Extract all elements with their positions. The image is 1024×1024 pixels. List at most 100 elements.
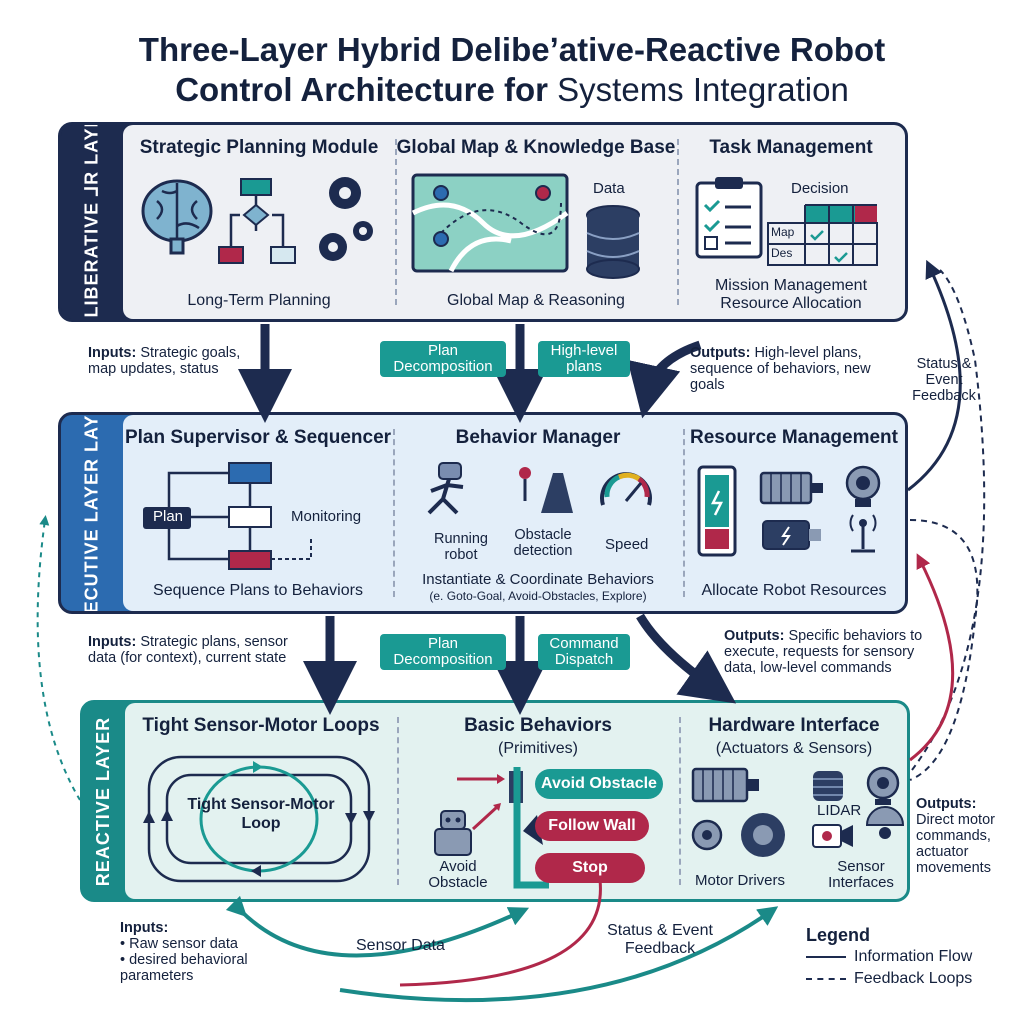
- divider: [677, 139, 679, 305]
- command-dispatch-pill: Command Dispatch: [538, 634, 630, 670]
- table-row-label: Map: [771, 225, 795, 239]
- status-feedback-label: Status & Event Feedback: [912, 356, 976, 404]
- sequencer-flow-icon: [143, 462, 312, 570]
- plan-label: Plan: [153, 508, 184, 525]
- left-feedback-loop: [36, 515, 81, 801]
- map-icon: [411, 173, 569, 273]
- lidar-icon: [813, 771, 843, 801]
- legend-solid: Information Flow: [806, 946, 1016, 968]
- resource-management-module: Resource Management: [683, 415, 905, 611]
- sensor-data-arrow: [225, 895, 530, 958]
- bottom-inputs: Inputs: • Raw sensor data • desired beha…: [120, 920, 248, 984]
- title-line-1: Three-Layer Hybrid Delibeʼative-Reactive…: [138, 31, 886, 68]
- module-caption: Sequence Plans to Behaviors: [153, 582, 363, 599]
- arrow-curved: [636, 613, 737, 704]
- module-title: Global Map & Knowledge Base: [396, 137, 676, 158]
- behavior-stop: Stop: [535, 853, 645, 883]
- divider: [395, 139, 397, 305]
- lidar-label: LIDAR: [817, 802, 862, 819]
- red-feedback-arrow: [909, 553, 955, 762]
- obstacle-detection-icon: [519, 467, 573, 513]
- module-title: Hardware Interface: [708, 715, 880, 736]
- module-subtitle: (Actuators & Sensors): [715, 740, 873, 757]
- motor-icon: [759, 471, 823, 505]
- plan-decomposition-pill: Plan Decomposition: [380, 341, 506, 377]
- reactive-inner: Tight Sensor-Motor Loops Tight Sensor-Mo…: [125, 703, 907, 899]
- motor-drivers-label: Motor Drivers: [695, 872, 786, 889]
- hardware-icons: [691, 766, 905, 857]
- brain-flowchart-gears-icon: [141, 177, 373, 264]
- sensor-motor-loop-icon: [143, 755, 375, 883]
- behavior-follow-wall: Follow Wall: [535, 811, 649, 841]
- module-title: Task Management: [709, 137, 873, 158]
- right-outputs-text: Outputs: Direct motor commands, actuator…: [916, 796, 995, 876]
- sensor-data-label: Sensor Data: [356, 937, 445, 954]
- module-title: Basic Behaviors: [464, 715, 612, 736]
- divider: [683, 429, 685, 597]
- brain-icon: [141, 179, 213, 255]
- motor-icon: [691, 767, 759, 803]
- legend-title: Legend: [806, 925, 871, 945]
- basic-behaviors-module: Basic Behaviors (Primitives) Avoid Obsta…: [397, 703, 679, 899]
- high-level-plans-pill: High-level plans: [538, 341, 630, 377]
- loop-label: Tight Sensor-Motor Loop: [187, 796, 335, 832]
- bottom-status-label: Status & Event Feedback: [607, 922, 713, 957]
- module-subtitle: (Primitives): [498, 740, 578, 757]
- icon-label: Obstacle detection: [513, 527, 573, 559]
- behavior-icons: [427, 462, 652, 515]
- legend: Legend Information Flow Feedback Loops: [806, 924, 1016, 990]
- sensor-interface-icon: [812, 806, 905, 848]
- monitoring-label: Monitoring: [291, 508, 362, 525]
- actuator-icon: [762, 520, 821, 550]
- task-management-module: Task Management Decision Map Des: [677, 125, 905, 319]
- decision-table-icon: [767, 204, 878, 266]
- behavior-manager-module: Behavior Manager: [393, 415, 683, 611]
- module-caption: Long-Term Planning: [187, 292, 331, 309]
- module-caption: Allocate Robot Resources: [701, 582, 887, 599]
- map-pin-icon: [433, 185, 449, 201]
- robot-label: Avoid Obstacle: [428, 858, 488, 891]
- sensor-interfaces-label: Sensor Interfaces: [828, 858, 894, 891]
- running-robot-icon: [427, 462, 464, 515]
- plan-decomposition-pill: Plan Decomposition: [380, 634, 506, 670]
- module-title: Tight Sensor-Motor Loops: [142, 715, 380, 736]
- arrow-curved: [627, 340, 702, 419]
- data-label: Data: [593, 180, 625, 197]
- status-feedback-arrow: [907, 259, 962, 492]
- robot-icon: [434, 810, 472, 856]
- clipboard-icon: [695, 177, 763, 259]
- icon-label: Speed: [605, 536, 649, 553]
- module-title: Behavior Manager: [455, 427, 621, 448]
- mid-outputs-text: Outputs: Specific behaviors to execute, …: [724, 628, 923, 676]
- database-icon: [586, 205, 640, 279]
- top-outputs-text: Outputs: High-level plans, sequence of b…: [690, 345, 871, 393]
- global-map-module: Global Map & Knowledge Base Data Global …: [395, 125, 677, 319]
- map-pin-icon: [535, 185, 551, 201]
- gears-icon: [319, 177, 373, 261]
- mid-inputs-text: Inputs: Strategic plans, sensor data (fo…: [88, 634, 288, 666]
- divider: [393, 429, 395, 597]
- module-caption: Instantiate & Coordinate Behaviors (e. G…: [422, 571, 654, 603]
- hardware-interface-module: Hardware Interface (Actuators & Sensors): [679, 703, 907, 899]
- antenna-icon: [849, 514, 877, 553]
- speedometer-icon: [600, 472, 652, 506]
- module-title: Plan Supervisor & Sequencer: [124, 427, 392, 448]
- table-row-label: Des: [771, 246, 793, 260]
- deliberative-inner: Strategic Planning Module: [123, 125, 905, 319]
- resource-icons: [697, 465, 881, 557]
- divider: [397, 717, 399, 885]
- icon-label: Running robot: [433, 531, 488, 563]
- diagram-title: Three-Layer Hybrid Delibeʼative-Reactive…: [0, 30, 1024, 110]
- motor-driver-icon: [691, 813, 785, 857]
- executive-inner: Plan Supervisor & Sequencer Plan Monitor…: [123, 415, 905, 611]
- camera-icon: [845, 465, 881, 507]
- camera-icon: [866, 766, 900, 805]
- module-caption: Mission Management Resource Allocation: [714, 277, 868, 312]
- sensor-motor-loops-module: Tight Sensor-Motor Loops Tight Sensor-Mo…: [125, 703, 397, 899]
- bottom-red-arrow: [399, 879, 602, 987]
- deliberative-layer: DELIBERATIVE ⅃R LAYER Strategic Planning…: [58, 122, 908, 322]
- legend-dashed: Feedback Loops: [806, 968, 1016, 990]
- module-title: Resource Management: [689, 427, 898, 448]
- reactive-layer: REACTIVE LAYER Tight Sensor-Motor Loops …: [80, 700, 910, 902]
